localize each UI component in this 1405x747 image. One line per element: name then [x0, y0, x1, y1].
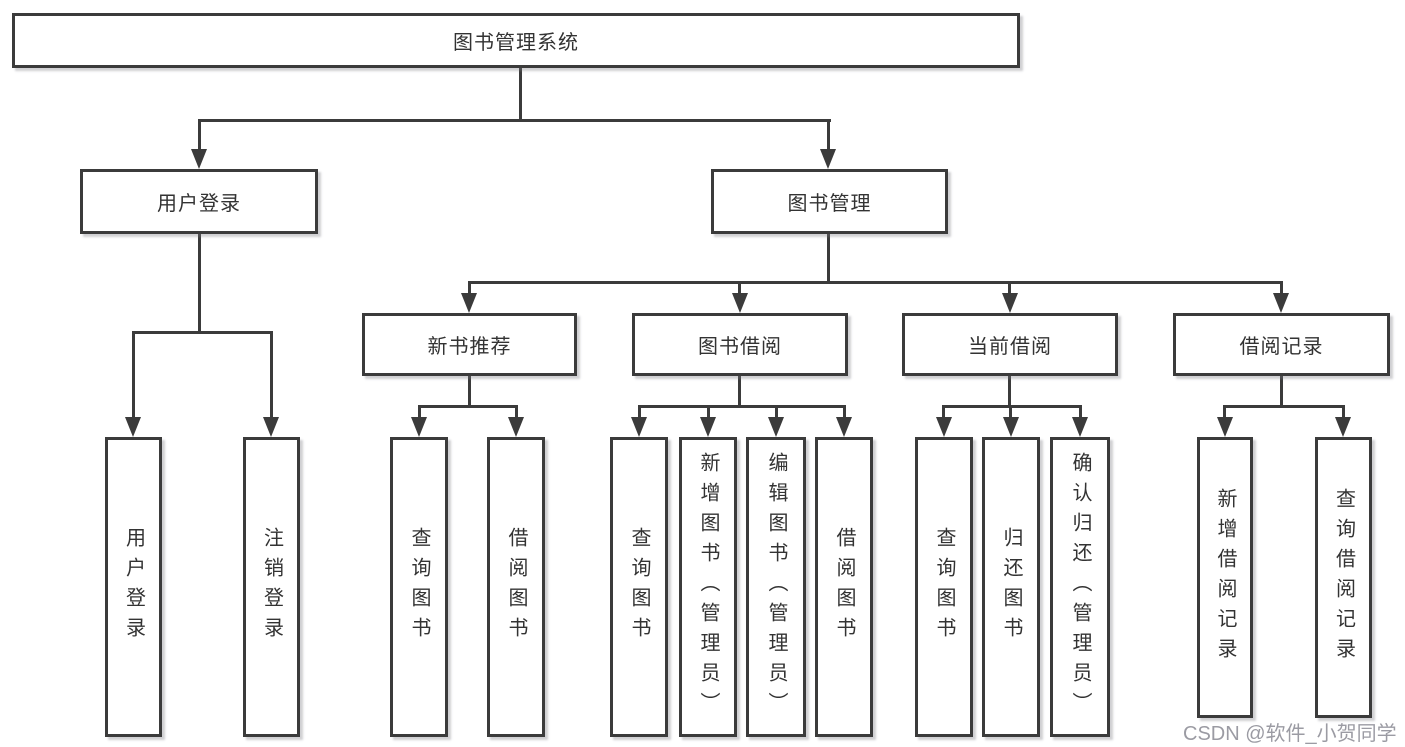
connector-arrow-icon	[768, 417, 784, 437]
connector-line	[1280, 376, 1283, 407]
connector-arrow-icon	[461, 293, 477, 313]
node-borrowing-records: 借阅记录	[1173, 313, 1390, 376]
connector-line	[1009, 405, 1012, 419]
node-library-management-system: 图书管理系统	[12, 13, 1020, 68]
connector-arrow-icon	[191, 149, 207, 169]
connector-arrow-icon	[508, 417, 524, 437]
connector-line	[843, 405, 846, 419]
connector-arrow-icon	[700, 417, 716, 437]
connector-line	[1008, 376, 1011, 407]
connector-line	[638, 405, 641, 419]
connector-arrow-icon	[936, 417, 952, 437]
leaf-query-books-borrowing: 查询图书	[610, 437, 668, 737]
connector-line	[1008, 281, 1011, 296]
connector-arrow-icon	[820, 149, 836, 169]
connector-arrow-icon	[263, 417, 279, 437]
connector-line	[638, 405, 846, 408]
leaf-logout-login: 注销登录	[243, 437, 300, 737]
node-current-borrowing: 当前借阅	[902, 313, 1118, 376]
connector-line	[515, 405, 518, 419]
leaf-query-books-current: 查询图书	[915, 437, 973, 737]
leaf-confirm-return-admin: 确认归还（管理员）	[1050, 437, 1110, 737]
connector-line	[270, 331, 273, 417]
connector-line	[1079, 405, 1082, 419]
leaf-add-book-admin: 新增图书（管理员）	[679, 437, 737, 737]
connector-line	[738, 376, 741, 407]
node-book-borrowing: 图书借阅	[632, 313, 848, 376]
connector-arrow-icon	[1002, 293, 1018, 313]
connector-arrow-icon	[1335, 417, 1351, 437]
connector-line	[468, 281, 1283, 284]
connector-line	[418, 405, 421, 419]
connector-line	[1223, 405, 1226, 419]
connector-arrow-icon	[1003, 417, 1019, 437]
watermark: CSDN @软件_小贺同学	[1183, 723, 1397, 745]
connector-line	[132, 331, 273, 334]
leaf-borrow-books-recommend: 借阅图书	[487, 437, 545, 737]
node-user-login: 用户登录	[80, 169, 318, 234]
connector-line	[775, 405, 778, 419]
connector-arrow-icon	[631, 417, 647, 437]
connector-line	[418, 405, 518, 408]
connector-line	[468, 281, 471, 296]
connector-arrow-icon	[1273, 293, 1289, 313]
connector-arrow-icon	[125, 417, 141, 437]
leaf-edit-book-admin: 编辑图书（管理员）	[746, 437, 806, 737]
connector-arrow-icon	[836, 417, 852, 437]
connector-line	[1280, 281, 1283, 296]
connector-line	[198, 234, 201, 334]
connector-line	[198, 119, 831, 122]
leaf-user-login: 用户登录	[105, 437, 162, 737]
connector-arrow-icon	[1217, 417, 1233, 437]
leaf-borrow-books-borrowing: 借阅图书	[815, 437, 873, 737]
connector-arrow-icon	[732, 293, 748, 313]
node-new-book-recommend: 新书推荐	[362, 313, 577, 376]
leaf-add-borrow-record: 新增借阅记录	[1197, 437, 1253, 718]
node-book-management: 图书管理	[711, 169, 948, 234]
leaf-return-books: 归还图书	[982, 437, 1040, 737]
connector-line	[519, 68, 522, 121]
leaf-query-books-recommend: 查询图书	[390, 437, 448, 737]
connector-line	[707, 405, 710, 419]
connector-line	[827, 119, 830, 152]
connector-line	[198, 119, 201, 152]
connector-arrow-icon	[411, 417, 427, 437]
connector-line	[827, 234, 830, 284]
connector-line	[132, 331, 135, 417]
connector-arrow-icon	[1072, 417, 1088, 437]
connector-line	[942, 405, 945, 419]
connector-line	[1342, 405, 1345, 419]
connector-line	[1223, 405, 1344, 408]
connector-line	[468, 376, 471, 407]
connector-line	[942, 405, 1082, 408]
leaf-query-borrow-record: 查询借阅记录	[1315, 437, 1372, 718]
connector-line	[738, 281, 741, 296]
